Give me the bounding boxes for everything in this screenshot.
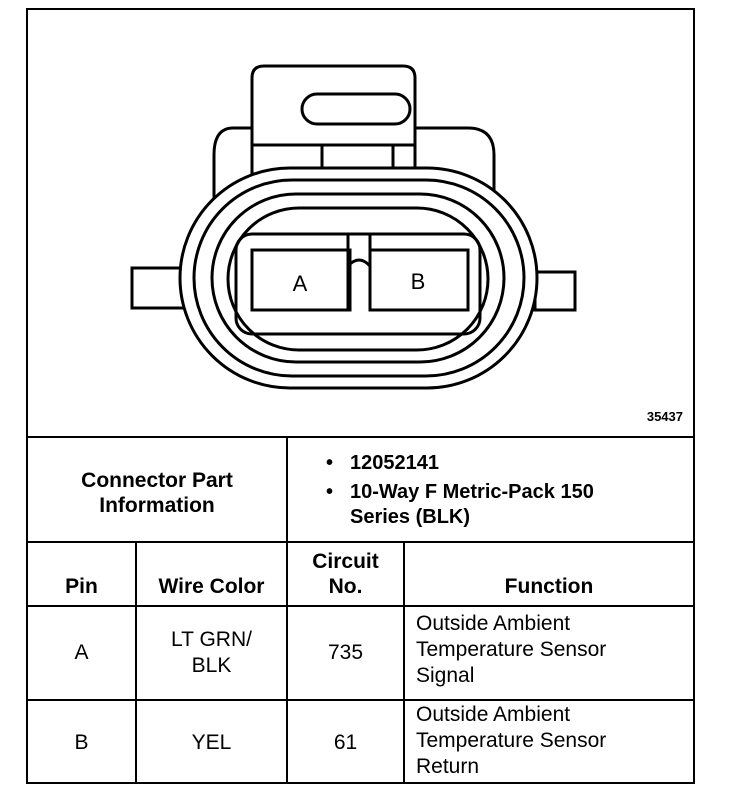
right-side-tab [533, 270, 577, 312]
header-rule [28, 541, 693, 543]
left-ear [212, 126, 252, 210]
col-divider-2 [286, 436, 288, 784]
right-ear [415, 126, 496, 210]
row-a-function-line: Temperature Sensor [416, 638, 607, 661]
row-a-wire-color: LT GRN/ BLK [171, 628, 252, 677]
row-a-circuit: 735 [327, 641, 364, 664]
header-pin: Pin [65, 575, 98, 598]
col-divider-3 [403, 541, 405, 784]
connector-frame: A B 35437 Connector Part Information •12… [26, 8, 695, 784]
latch-tab [250, 64, 417, 180]
latch-slot [300, 92, 412, 126]
row-b-wire-color: YEL [191, 730, 232, 754]
connector-drawing: A B [130, 64, 577, 390]
row-b-function-line: Temperature Sensor [416, 729, 607, 752]
row-a-function: Outside Ambient Temperature Sensor Signa… [416, 611, 606, 689]
row-a-function-line: Signal [416, 664, 475, 687]
row-a-function-line: Outside Ambient [416, 612, 571, 635]
row-b-circuit: 61 [333, 730, 358, 754]
row-a-pin: A [74, 641, 89, 664]
col-divider-1 [135, 541, 137, 784]
pin-label-a: A [293, 271, 308, 296]
part-description-item: •10-Way F Metric-Pack 150 Series (BLK) [326, 480, 610, 530]
header-bottom-rule [28, 605, 693, 607]
terminal-a [250, 248, 352, 312]
pin-label-b: B [411, 269, 426, 294]
inner-cavity [234, 232, 482, 336]
part-number: 12052141 [350, 452, 439, 474]
part-number-item: •12052141 [326, 452, 439, 474]
figure-number: 35437 [646, 409, 683, 424]
row-b-pin: B [74, 730, 89, 754]
row-b-function-line: Outside Ambient [416, 703, 571, 726]
header-wire-color: Wire Color [158, 575, 265, 598]
header-function: Function [504, 575, 594, 598]
table-top-rule [28, 436, 693, 438]
row-b-function-line: Return [416, 755, 480, 778]
part-info-label: Connector Part Information [81, 468, 233, 517]
center-key [346, 234, 372, 310]
header-circuit: Circuit No. [312, 550, 379, 598]
part-description: 10-Way F Metric-Pack 150 Series (BLK) [350, 481, 594, 528]
row-divider [28, 699, 693, 701]
row-b-function: Outside Ambient Temperature Sensor Retur… [416, 702, 606, 780]
part-info-list: •12052141 •10-Way F Metric-Pack 150 Seri… [326, 451, 610, 530]
